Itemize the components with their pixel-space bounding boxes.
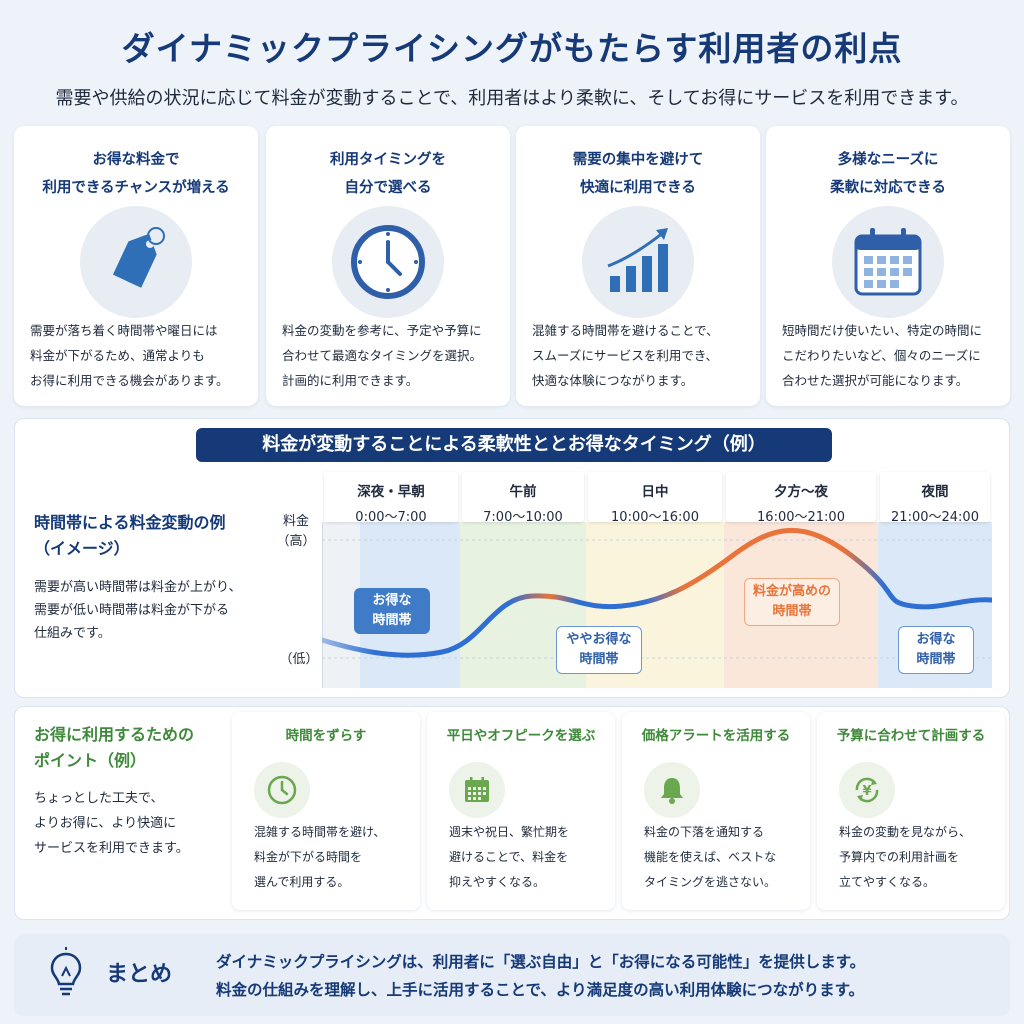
benefit-desc: 混雑する時間帯を避けることで、スムーズにサービスを利用でき、快適な体験につながり… xyxy=(532,323,719,388)
tip-card-price-alert: 価格アラートを活用する 料金の下落を通知する機能を使えば、ベストなタイミングを逃… xyxy=(622,712,810,910)
tip-desc: 混雑する時間帯を避け、料金が下がる時間を選んで利用する。 xyxy=(254,825,386,889)
benefit-card-needs: 多様なニーズに柔軟に対応できる 短時間だけ使いたい、特定の時間にこだわりたいなど… xyxy=(766,126,1010,406)
tip-title: 価格アラートを活用する xyxy=(641,728,791,744)
period-band-edge xyxy=(322,522,360,688)
tip-card-shift-time: 時間をずらす 混雑する時間帯を避け、料金が下がる時間を選んで利用する。 xyxy=(232,712,420,910)
calendar-icon xyxy=(832,206,944,318)
benefit-title: 利用タイミングを自分で選べる xyxy=(330,152,446,196)
clock-icon xyxy=(254,762,310,818)
benefit-desc: 短時間だけ使いたい、特定の時間にこだわりたいなど、個々のニーズに合わせた選択が可… xyxy=(782,323,983,388)
calendar-icon xyxy=(449,762,505,818)
yen-cycle-icon: ¥ xyxy=(839,762,895,818)
callout-deal-night: お得な時間帯 xyxy=(354,588,430,634)
benefit-title: 需要の集中を避けて快適に利用できる xyxy=(572,152,704,196)
benefit-card-comfort: 需要の集中を避けて快適に利用できる 混雑する時間帯を避けることで、スムーズにサー… xyxy=(516,126,760,406)
tips-title: お得に利用するためのポイント（例） xyxy=(34,725,195,770)
tip-card-budget-plan: 予算に合わせて計画する ¥ 料金の変動を見ながら、予算内での利用計画を立てやすく… xyxy=(817,712,1005,910)
chart-side-desc: 需要が高い時間帯は料金が上がり、需要が低い時間帯は料金が下がる仕組みです。 xyxy=(34,580,242,641)
chart-banner: 料金が変動することによる柔軟性ととお得なタイミング（例） xyxy=(196,428,832,462)
tip-title: 時間をずらす xyxy=(285,728,367,744)
lightbulb-icon xyxy=(50,947,82,996)
tip-title: 平日やオフピークを選ぶ xyxy=(446,728,596,744)
summary-text: ダイナミックプライシングは、利用者に「選ぶ自由」と「お得になる可能性」を提供しま… xyxy=(216,953,866,999)
y-axis-label-high: 料金（高） xyxy=(276,514,316,549)
price-tag-icon xyxy=(80,206,192,318)
tips-desc: ちょっとした工夫で、よりお得に、より快適にサービスを利用できます。 xyxy=(34,791,189,856)
benefit-title: お得な料金で利用できるチャンスが増える xyxy=(42,152,230,196)
bell-icon xyxy=(644,762,700,818)
callout-high-price: 料金が高めの時間帯 xyxy=(744,578,840,626)
clock-icon xyxy=(332,206,444,318)
page-title: ダイナミックプライシングがもたらす利用者の利点 xyxy=(121,29,903,68)
tip-desc: 週末や祝日、繁忙期を避けることで、料金を抑えやすくなる。 xyxy=(449,825,570,889)
chart-side-title: 時間帯による料金変動の例（イメージ） xyxy=(34,513,226,558)
price-line xyxy=(322,528,992,658)
summary-panel xyxy=(14,934,1010,1016)
benefit-desc: 料金の変動を参考に、予定や予算に合わせて最適なタイミングを選択。計画的に利用でき… xyxy=(282,323,483,388)
summary-label: まとめ xyxy=(106,962,173,987)
callout-slight-deal: ややお得な時間帯 xyxy=(556,626,642,674)
page-subtitle: 需要や供給の状況に応じて料金が変動することで、利用者はより柔軟に、そしてお得にサ… xyxy=(55,88,969,109)
y-axis-label-low: （低） xyxy=(279,652,319,667)
benefit-desc: 需要が落ち着く時間帯や曜日には料金が下がるため、通常よりもお得に利用できる機会が… xyxy=(30,323,229,388)
bar-chart-up-icon xyxy=(582,206,694,318)
benefit-card-timing: 利用タイミングを自分で選べる 料金の変動を参考に、予定や予算に合わせて最適なタイ… xyxy=(266,126,510,406)
benefit-title: 多様なニーズに柔軟に対応できる xyxy=(830,152,946,196)
benefit-card-deals: お得な料金で利用できるチャンスが増える 需要が落ち着く時間帯や曜日には料金が下が… xyxy=(14,126,258,406)
tip-desc: 料金の変動を見ながら、予算内での利用計画を立てやすくなる。 xyxy=(839,825,972,889)
tip-desc: 料金の下落を通知する機能を使えば、ベストなタイミングを逃さない。 xyxy=(644,825,777,889)
callout-deal-late: お得な時間帯 xyxy=(898,626,974,674)
tip-card-offpeak: 平日やオフピークを選ぶ 週末や祝日、繁忙期を避けることで、料金を抑えやすくなる。 xyxy=(427,712,615,910)
tip-title: 予算に合わせて計画する xyxy=(836,728,986,744)
svg-text:¥: ¥ xyxy=(862,784,871,799)
